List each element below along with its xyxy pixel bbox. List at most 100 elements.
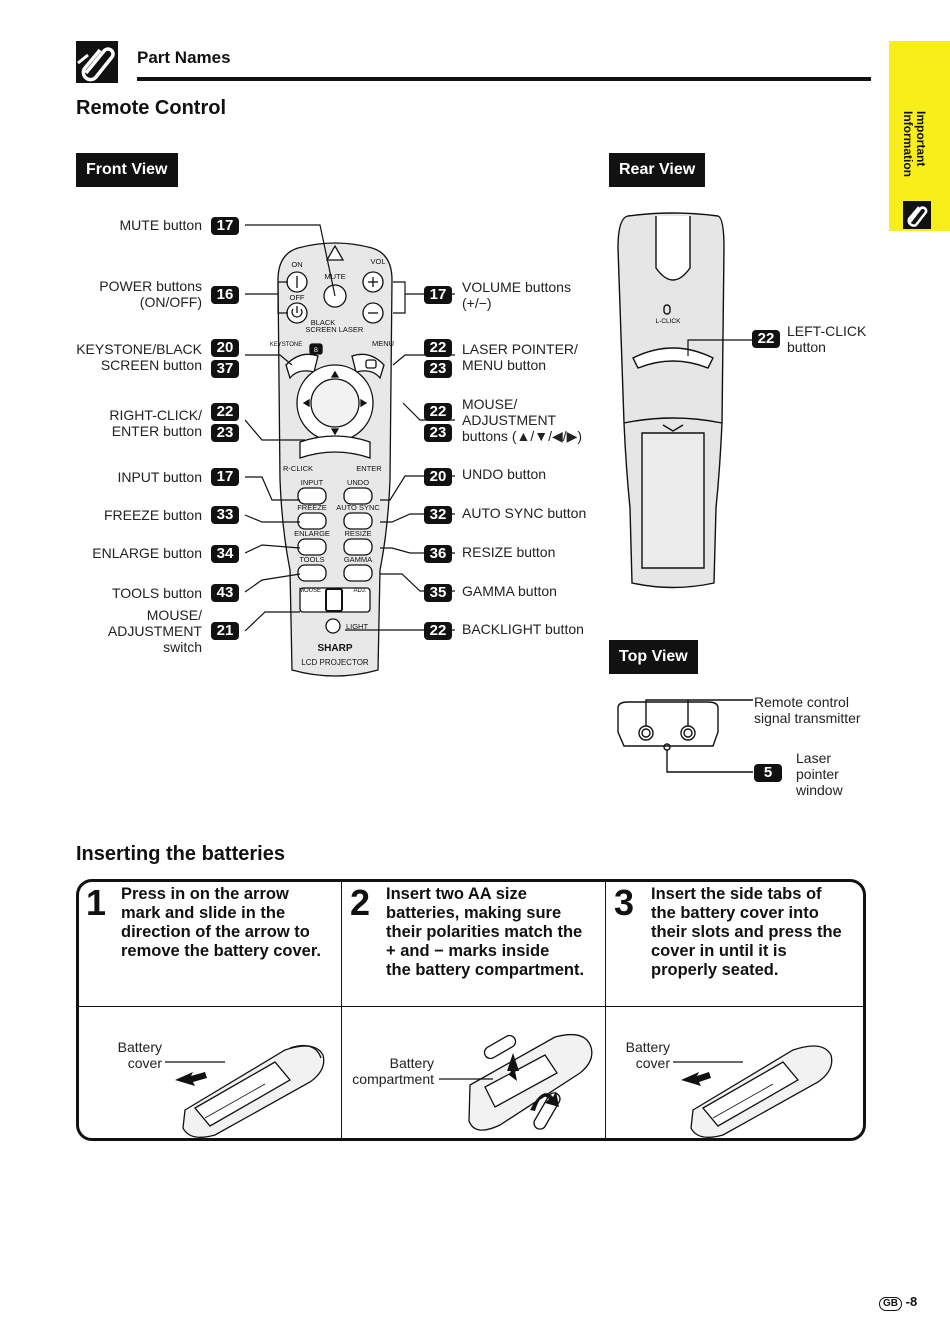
step-2-illustration	[439, 1033, 593, 1131]
step-3-text: Insert the side tabs of the battery cove…	[651, 885, 863, 980]
resize-button-label: RESIZE button	[462, 544, 556, 560]
step-3-cap-l2: cover	[635, 1055, 670, 1071]
rightclick-ref-1: 22	[211, 403, 239, 421]
backlight-button-ref: 22	[424, 622, 452, 640]
step-2-line: + and − marks inside	[386, 942, 550, 960]
mouse-adj-buttons-label: MOUSE/ ADJUSTMENT buttons (▲/▼/◀/▶)	[462, 396, 602, 444]
remote-black-label: BLACK	[311, 318, 336, 327]
step-2-text: Insert two AA size batteries, making sur…	[386, 885, 604, 980]
laser-menu-l1: LASER POINTER/	[462, 341, 578, 357]
volume-buttons-label: VOLUME buttons (+/−)	[462, 279, 602, 311]
rightclick-label-l2: ENTER button	[111, 423, 202, 439]
remote-freeze-label: FREEZE	[297, 503, 327, 512]
remote-enter-label: ENTER	[356, 464, 382, 473]
step-3-number: 3	[614, 882, 635, 923]
step-3-cap-l1: Battery	[625, 1039, 670, 1055]
mute-button-ref: 17	[211, 217, 239, 235]
rightclick-label-l1: RIGHT-CLICK/	[109, 407, 202, 423]
mouse-switch-l2: ADJUSTMENT	[107, 623, 202, 639]
page-number: -8	[905, 1294, 918, 1309]
laser-menu-ref-1: 22	[424, 339, 452, 357]
input-button-ref: 17	[211, 468, 239, 486]
remote-keystone-label: KEYSTONE	[270, 342, 303, 348]
laser-window-l1: Laser	[796, 750, 832, 766]
front-remote-drawing: ON OFF MUTE VOL BLACK SCREEN LASER KEYST…	[270, 242, 394, 677]
laser-window-l3: window	[796, 782, 843, 798]
autosync-button-ref: 32	[424, 506, 452, 524]
paperclip-icon	[77, 47, 115, 82]
gamma-button-ref: 35	[424, 584, 452, 602]
tools-button-label: TOOLS button	[111, 585, 202, 601]
header-title: Part Names	[137, 48, 231, 67]
keystone-button-label: KEYSTONE/BLACK SCREEN button	[40, 341, 202, 373]
step-1-text: Press in on the arrow mark and slide in …	[121, 885, 339, 961]
mouse-switch-l3: switch	[163, 639, 202, 655]
autosync-button-label: AUTO SYNC button	[462, 505, 587, 521]
mouse-switch-ref: 21	[211, 622, 239, 640]
remote-menu-label: MENU	[372, 339, 394, 348]
step-3-line: cover in until it is	[651, 942, 787, 960]
remote-gamma-label: GAMMA	[344, 555, 372, 564]
mouse-adj-buttons-ref-2: 23	[424, 424, 452, 442]
sidebar-icon	[903, 201, 931, 229]
freeze-button-ref: 33	[211, 506, 239, 524]
rear-remote-drawing: L-CLICK	[617, 212, 725, 589]
keystone-ref-2: 37	[211, 360, 239, 378]
remote-autosync-label: AUTO SYNC	[336, 503, 380, 512]
step-3-line: their slots and press the	[651, 923, 842, 941]
remote-brand: SHARP	[317, 643, 352, 654]
mouse-switch-label: MOUSE/ ADJUSTMENT switch	[60, 607, 202, 655]
step-3-caption: Battery cover	[620, 1039, 670, 1071]
step-1-illustration	[165, 1044, 325, 1138]
step-2-line: Insert two AA size	[386, 885, 527, 903]
power-buttons-ref: 16	[211, 286, 239, 304]
step-2-cap-l2: compartment	[352, 1071, 434, 1087]
remote-screen-label: SCREEN	[305, 325, 336, 334]
resize-button-ref: 36	[424, 545, 452, 563]
power-buttons-label: POWER buttons (ON/OFF)	[60, 278, 202, 310]
laser-menu-ref-2: 23	[424, 360, 452, 378]
front-view-tab: Front View	[76, 153, 178, 187]
remote-model: LCD PROJECTOR	[301, 658, 369, 667]
laser-window-label: Laser pointer window	[796, 750, 843, 798]
freeze-button-label: FREEZE button	[103, 507, 202, 523]
step-2-line: their polarities match the	[386, 923, 583, 941]
leftclick-l2: button	[787, 339, 826, 355]
remote-mouse-label: MOUSE	[299, 588, 321, 594]
box-divider-v1	[341, 882, 342, 1138]
leftclick-l1: LEFT-CLICK	[787, 323, 867, 339]
step-2-cap-l1: Battery	[389, 1055, 434, 1071]
remote-mute-label: MUTE	[324, 272, 345, 281]
keystone-label-l1: KEYSTONE/BLACK	[76, 341, 202, 357]
remote-adj-label: ADJ.	[353, 588, 366, 594]
top-remote-drawing	[617, 699, 753, 773]
batteries-title: Inserting the batteries	[76, 843, 285, 865]
mouse-switch-l1: MOUSE/	[146, 607, 202, 623]
remote-resize-label: RESIZE	[344, 529, 371, 538]
rear-leader	[687, 339, 752, 356]
batteries-box	[76, 879, 866, 1141]
leftclick-label: LEFT-CLICK button	[787, 323, 866, 355]
rightclick-ref-2: 23	[211, 424, 239, 442]
remote-on-label: ON	[291, 260, 302, 269]
sidebar-tab: Important Information	[889, 41, 950, 231]
paperclip-icon	[907, 206, 928, 227]
laser-window-ref: 5	[754, 764, 782, 782]
remote-tools-label: TOOLS	[299, 555, 324, 564]
volume-label-l1: VOLUME buttons	[462, 279, 571, 295]
tools-button-ref: 43	[211, 584, 239, 602]
remote-rclick-label: R-CLICK	[283, 464, 313, 473]
remote-input-label: INPUT	[301, 478, 324, 487]
remote-light-label: LIGHT	[346, 622, 369, 631]
remote-b-key: B	[314, 348, 318, 354]
step-1-number: 1	[86, 882, 107, 923]
section-title: Remote Control	[76, 97, 226, 119]
remote-off-label: OFF	[290, 293, 305, 302]
mouse-adj-l3: buttons (▲/▼/◀/▶)	[462, 428, 583, 444]
remote-undo-label: UNDO	[347, 478, 369, 487]
step-3-line: Insert the side tabs of	[651, 885, 822, 903]
step-2-line: batteries, making sure	[386, 904, 562, 922]
step-1-line: mark and slide in the	[121, 904, 286, 922]
transmitter-l2: signal transmitter	[754, 710, 861, 726]
step-2-caption: Battery compartment	[346, 1055, 434, 1087]
